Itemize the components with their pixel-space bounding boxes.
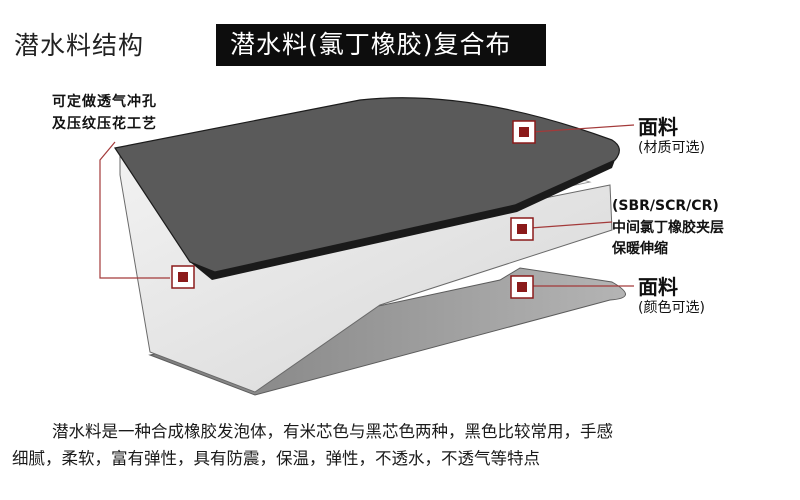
- bottom-fabric-title: 面料: [638, 275, 678, 299]
- middle-layer-line-1: (SBR/SCR/CR): [612, 198, 719, 214]
- marker-left: [171, 265, 195, 289]
- callout-left-line-2: 及压纹压花工艺: [52, 115, 157, 132]
- callout-top-fabric: 面料 (材质可选): [638, 116, 705, 160]
- description-line-1: 潜水料是一种合成橡胶发泡体，有米芯色与黑芯色两种，黑色比较常用，手感: [52, 422, 613, 441]
- middle-layer-line-3: 保暖伸缩: [612, 241, 668, 258]
- marker-bottom: [510, 275, 534, 299]
- header-title: 潜水料结构: [14, 31, 145, 60]
- description-line-2: 细腻，柔软，富有弹性，具有防震，保温，弹性，不透水，不透气等特点: [12, 449, 540, 469]
- callout-bottom-fabric: 面料 (颜色可选): [638, 276, 705, 320]
- marker-top: [512, 120, 536, 144]
- description-paragraph: 潜水料是一种合成橡胶发泡体，有米芯色与黑芯色两种，黑色比较常用，手感 细腻，柔软…: [12, 418, 792, 472]
- callout-custom-process: 可定做透气冲孔 及压纹压花工艺: [52, 92, 157, 135]
- title-banner: 潜水料(氯丁橡胶)复合布: [216, 24, 546, 66]
- callout-left-line-1: 可定做透气冲孔: [52, 94, 157, 110]
- middle-layer-line-2: 中间氯丁橡胶夹层: [612, 219, 724, 236]
- leader-line-left: [99, 141, 170, 279]
- top-fabric-sub: (材质可选): [638, 140, 705, 156]
- bottom-fabric-sub: (颜色可选): [638, 300, 705, 316]
- callout-middle-layer: (SBR/SCR/CR) 中间氯丁橡胶夹层 保暖伸缩: [612, 196, 724, 261]
- leader-line-top: [531, 124, 635, 133]
- leader-line-middle: [529, 221, 613, 229]
- top-fabric-title: 面料: [638, 115, 678, 139]
- marker-middle: [510, 217, 534, 241]
